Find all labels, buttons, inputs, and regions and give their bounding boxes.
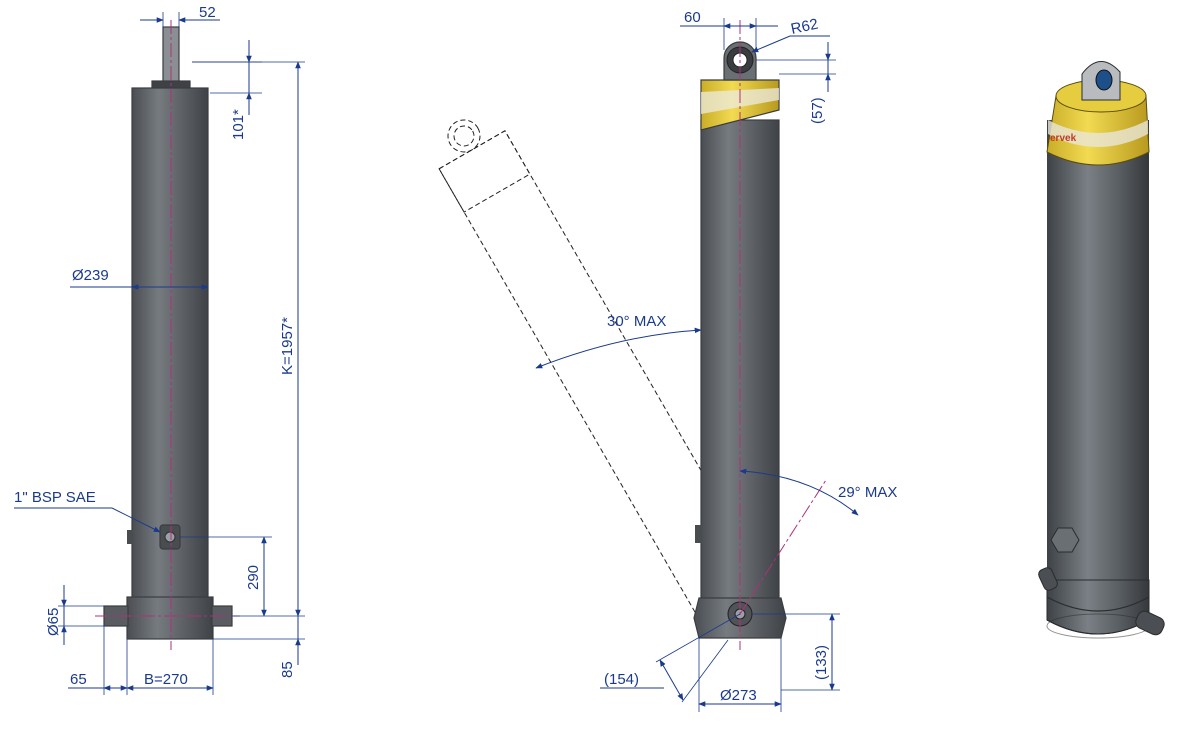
front-view: 52 101* K=1957* Ø239 1" BSP SAE 290 Ø65 [14,4,305,695]
side-eye-radius-label: R62 [789,16,819,38]
front-port-height-label: 290 [245,565,262,590]
front-side-lug [127,530,133,544]
front-base [126,596,214,640]
side-view: 60 R62 (57) 30° MAX 29° MAX (154) Ø273 [438,9,897,712]
front-port-hole [164,531,176,543]
front-cylinder-body [131,87,209,599]
front-top-offset-label: 101* [230,109,247,140]
iso-base [1046,579,1150,635]
side-tilt-angle-label: 29° MAX [838,484,897,501]
side-base-diameter-label: Ø273 [720,687,757,704]
front-base-width-label: B=270 [144,671,188,688]
side-swing-angle-label: 30° MAX [607,313,666,330]
front-rod-width-label: 52 [199,4,216,21]
iso-collar-band [1048,120,1148,147]
side-base-height-label: (133) [813,645,830,680]
front-pin-length-label: 65 [70,671,87,688]
iso-base-pin-right [1135,610,1165,636]
iso-base-pin-left [1038,567,1058,591]
front-pin-diameter-label: Ø65 [45,608,62,636]
side-eye-width-label: 60 [684,9,701,26]
front-diameter-label: Ø239 [72,267,109,284]
iso-port-nut [1050,527,1080,553]
isometric-view: ervek [1038,61,1165,639]
iso-brand-label: ervek [1050,133,1077,144]
front-base-height-label: 85 [279,661,296,678]
side-bottom-offset-label: (154) [604,671,639,688]
iso-cylinder-body [1047,120,1149,600]
front-length-label: K=1957* [279,317,296,375]
front-port-label: 1" BSP SAE [14,489,96,506]
side-eye-offset-label: (57) [809,97,826,124]
side-port-lug [695,525,702,543]
iso-eye-hole [1095,69,1113,91]
